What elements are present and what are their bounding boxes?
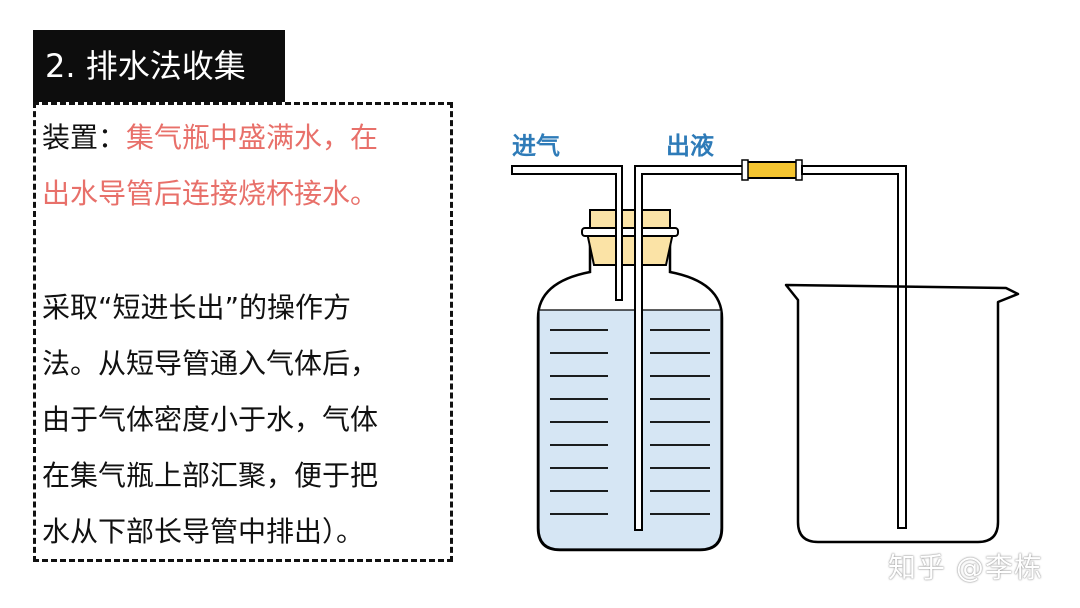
method-description: 采取“短进长出”的操作方 法。从短导管通入气体后， 由于气体密度小于水，气体 在… <box>42 280 432 560</box>
method-line-3: 由于气体密度小于水，气体 <box>42 403 379 436</box>
drain-tube <box>801 165 907 529</box>
apparatus-highlight-2: 出水导管后连接烧杯接水。 <box>42 177 379 210</box>
watermark: 知乎 @李栋 <box>888 551 1043 584</box>
water-fill <box>538 309 722 550</box>
stopper-rim <box>581 227 679 237</box>
method-line-4: 在集气瓶上部汇聚，便于把 <box>42 459 379 492</box>
apparatus-label: 装置： <box>42 121 127 154</box>
inlet-label: 进气 <box>512 132 560 160</box>
rubber-stopper <box>581 209 679 266</box>
rubber-connector <box>745 161 799 179</box>
text-frame <box>33 102 453 562</box>
gas-collecting-bottle <box>536 233 724 552</box>
stopper-cap <box>589 209 671 229</box>
apparatus-line-1: 装置：集气瓶中盛满水，在 <box>42 110 432 166</box>
outlet-label: 出液 <box>666 132 714 160</box>
apparatus-diagram: 进气 出液 <box>511 132 1020 552</box>
method-line-1: 采取“短进长出”的操作方 <box>42 291 352 324</box>
water-level-lines <box>550 329 710 515</box>
method-line-5: 水从下部长导管中排出）。 <box>42 515 365 548</box>
apparatus-description: 装置：集气瓶中盛满水，在 出水导管后连接烧杯接水。 <box>42 110 432 222</box>
method-line-2: 法。从短导管通入气体后， <box>42 347 379 380</box>
connector-end-left <box>741 159 749 181</box>
section-title: 2. 排水法收集 <box>33 30 285 102</box>
apparatus-highlight-1: 集气瓶中盛满水，在 <box>126 121 379 154</box>
short-inlet-tube <box>511 165 623 301</box>
beaker <box>784 283 1020 544</box>
